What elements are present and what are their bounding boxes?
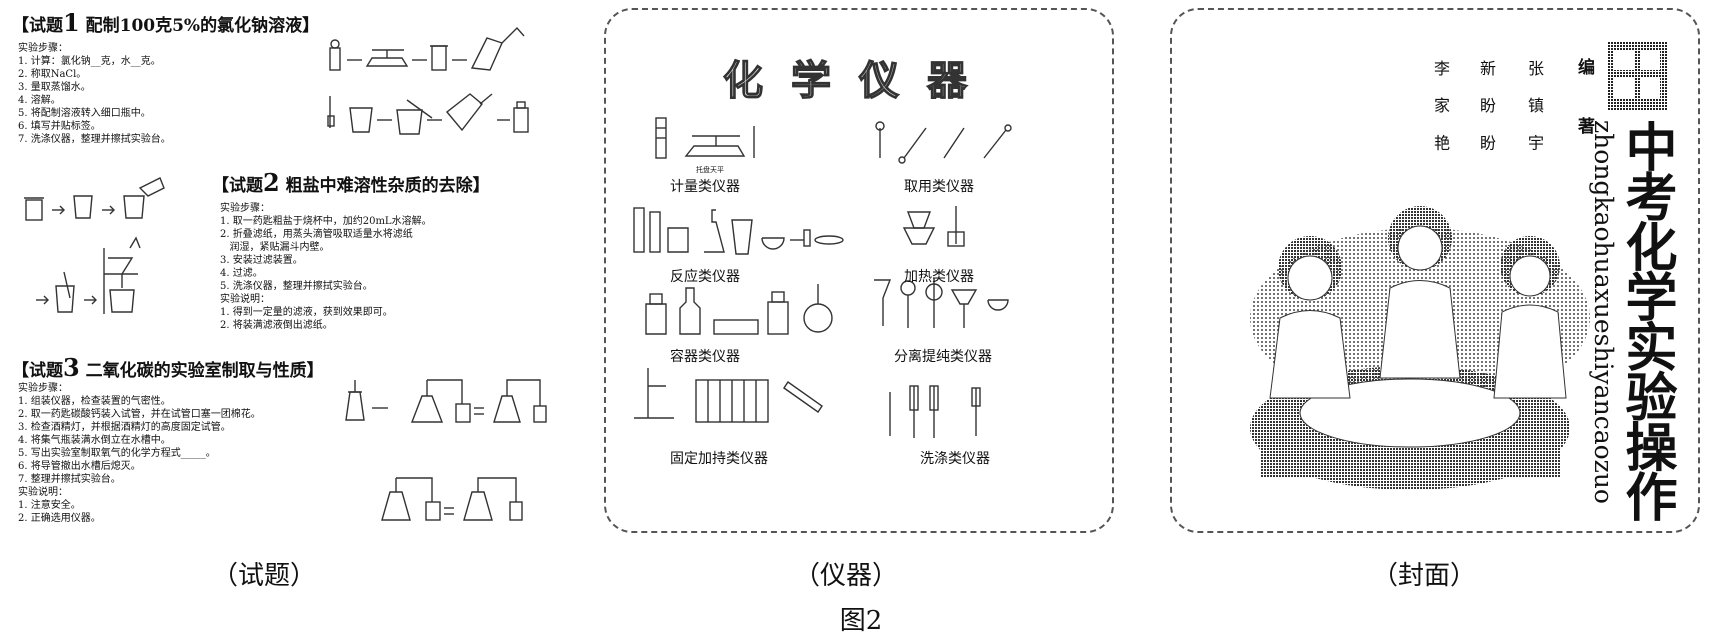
question-1-number: 1 [63,8,80,37]
category-fixing: 固定加持类仪器 [670,451,768,467]
question-2-title: 【试题2 粗盐中难溶性杂质的去除】 [212,168,490,197]
instruments-panel: 化学仪器 [604,8,1114,538]
cover-dashed-frame [1170,8,1700,533]
category-separation: 分离提纯类仪器 [894,349,992,365]
category-heating: 加热类仪器 [904,269,974,285]
question-2-title-text: 粗盐中难溶性杂质的去除】 [279,176,490,196]
question-3-steps: 实验步骤： 1. 组装仪器，检查装置的气密性。 2. 取一药匙碳酸钙装入试管，并… [18,383,261,524]
question-1-apparatus-illustration [327,26,529,135]
question-2-steps: 实验步骤： 1. 取一药匙粗盐于烧杯中，加约20mL水溶解。 2. 折叠滤纸，用… [220,203,432,331]
question-3-prefix: 【试题 [12,361,63,381]
question-1-steps: 实验步骤： 1. 计算：氯化钠__克，水__克。 2. 称取NaCl。 3. 量… [18,43,171,145]
instruments-title: 化学仪器 [722,56,995,104]
balance-label: 托盘天平 [696,166,724,174]
question-1-prefix: 【试题 [12,16,63,36]
instruments-dashed-frame [604,8,1114,533]
category-cleaning: 洗涤类仪器 [920,451,990,467]
author-1: 张 镇 宇 [1525,60,1544,159]
question-2-apparatus-illustration [24,177,165,314]
author-3: 李 家 艳 [1431,60,1450,159]
cover-title: 中考化学实验操作 [1616,120,1677,520]
caption-cover: （封面） [1372,561,1477,591]
question-3-title-text: 二氧化碳的实验室制取与性质】 [79,361,324,381]
question-1-title: 【试题1 配制100克5%的氯化钠溶液】 [12,8,319,37]
category-reaction: 反应类仪器 [670,269,740,285]
cover-illustration [1250,206,1590,490]
question-2-number: 2 [263,168,280,197]
exam-questions-panel: 【试题1 配制100克5%的氯化钠溶液】 实验步骤： 1. 计算：氯化钠__克，… [12,8,572,538]
cover-panel: 编 著 张 镇 宇 新 盼 盼 李 家 艳 中考化学实验操作 zhongkaoh… [1170,8,1700,538]
caption-instruments: （仪器） [794,561,899,591]
category-measuring: 计量类仪器 [670,179,740,195]
cover-pinyin: zhongkaohuaxueshiyancaozuo [1589,120,1618,504]
category-taking: 取用类仪器 [904,179,974,195]
instruments-illustration [633,117,1012,438]
question-2-prefix: 【试题 [212,176,263,196]
category-container: 容器类仪器 [670,349,740,365]
question-3-number: 3 [63,353,80,382]
question-3-apparatus-illustration [345,379,547,521]
editor-label: 编 著 [1574,58,1594,152]
publisher-logo [1608,42,1668,110]
caption-questions: （试题） [212,561,317,591]
author-2: 新 盼 盼 [1477,60,1496,159]
question-3-title: 【试题3 二氧化碳的实验室制取与性质】 [12,353,324,382]
figure-caption: 图2 [839,606,883,636]
question-1-title-text: 配制100克5%的氯化钠溶液】 [79,16,320,36]
